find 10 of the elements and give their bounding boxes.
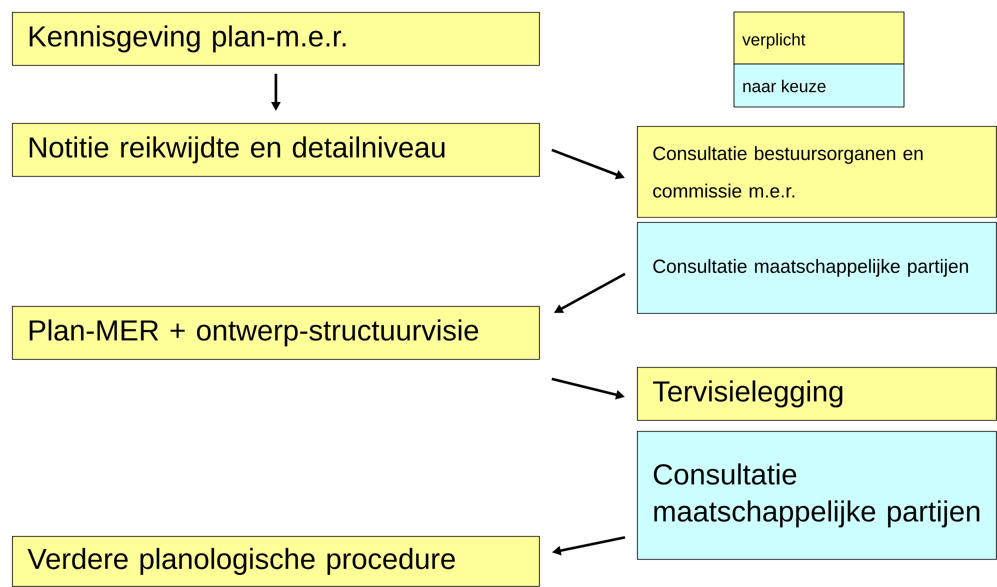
step-box: Verdere planologische procedure [12,536,540,587]
consultation-box: Consultatie maatschappelijke partijen [637,431,997,560]
consultation-box: Consultatie bestuursorganen en commissie m.e.r. [637,126,997,218]
consultation-box: Tervisielegging [637,367,997,421]
consultation-box: Consultatie maatschappelijke partijen [637,222,997,314]
legend-label: verplicht [742,33,806,49]
step-box: Plan-MER + ontwerp-structuurvisie [12,306,540,360]
step-box: Kennisgeving plan-m.e.r. [12,12,540,66]
legend-label: naar keuze [743,80,826,92]
step-box: Notitie reikwijdte en detailniveau [12,123,540,177]
